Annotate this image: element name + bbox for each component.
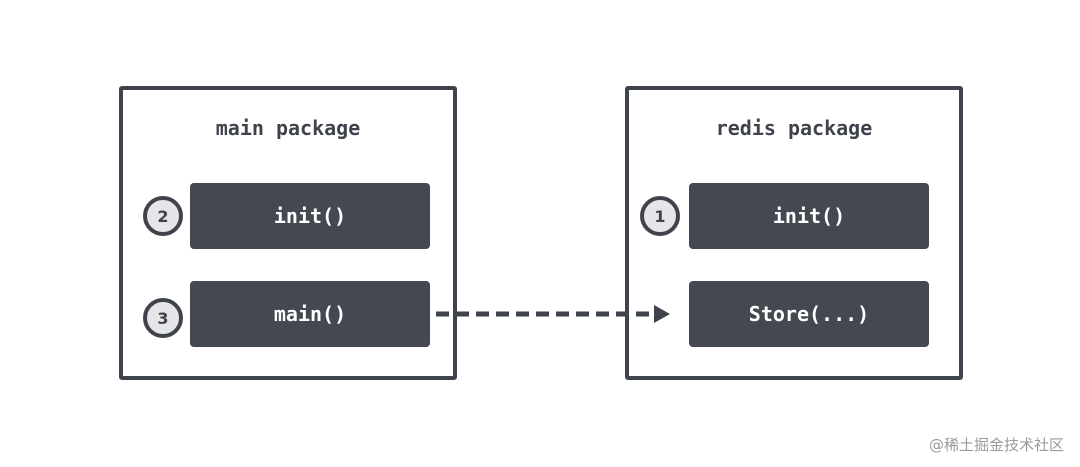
main-main-function: main() (190, 281, 430, 347)
main-init-function: init() (190, 183, 430, 249)
main-main-label: main() (273, 302, 347, 326)
redis-init-label: init() (772, 204, 846, 228)
watermark: @稀土掘金技术社区 (928, 436, 1064, 454)
order-badge-main-init-number: 2 (157, 206, 169, 226)
order-badge-main-main: 3 (143, 298, 183, 338)
order-badge-main-main-number: 3 (157, 308, 169, 328)
redis-init-function: init() (689, 183, 929, 249)
main-package-title: main package (215, 116, 361, 140)
main-init-label: init() (273, 204, 347, 228)
redis-package-title: redis package (715, 116, 873, 140)
order-badge-redis-init: 1 (640, 196, 680, 236)
redis-store-label: Store(...) (748, 302, 870, 326)
call-arrow (436, 305, 670, 323)
call-arrow-head (654, 305, 670, 323)
redis-store-function: Store(...) (689, 281, 929, 347)
order-badge-redis-init-number: 1 (654, 206, 666, 226)
order-badge-main-init: 2 (143, 196, 183, 236)
